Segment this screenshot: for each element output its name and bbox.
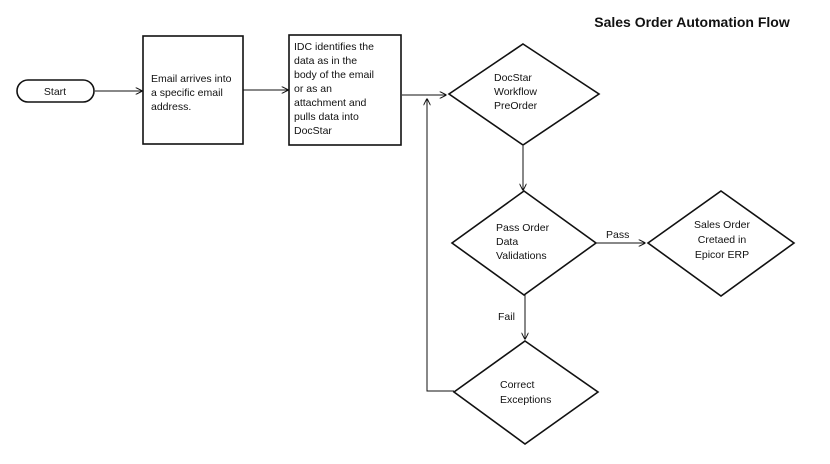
edge-label-pass: Pass (606, 229, 629, 241)
node-start: Start (16, 79, 95, 103)
node-docstar: DocStar Workflow PreOrder (447, 43, 601, 146)
node-exceptions: Correct Exceptions (452, 340, 600, 445)
erp-line-2: Cretaed in (698, 234, 747, 246)
validate-line-3: Validations (496, 250, 547, 262)
docstar-line-2: Workflow (494, 86, 537, 98)
docstar-decision-diamond (447, 43, 601, 146)
edge-label-fail: Fail (498, 311, 515, 323)
exceptions-line-1: Correct (500, 379, 535, 391)
idc-process-box (288, 34, 402, 146)
diagram-title: Sales Order Automation Flow (594, 14, 790, 30)
node-validate: Pass Order Data Validations (450, 190, 598, 296)
idc-line-7: DocStar (294, 125, 332, 137)
start-terminator-shape (16, 79, 95, 103)
erp-line-3: Epicor ERP (695, 249, 749, 261)
node-idc: IDC identifies the data as in the body o… (288, 34, 402, 146)
docstar-line-1: DocStar (494, 72, 532, 84)
idc-line-3: body of the email (294, 69, 374, 81)
docstar-line-3: PreOrder (494, 100, 538, 112)
node-erp: Sales Order Cretaed in Epicor ERP (646, 190, 796, 297)
erp-line-1: Sales Order (694, 219, 751, 231)
email-process-box (142, 35, 244, 145)
idc-line-5: attachment and (294, 97, 367, 109)
exceptions-line-2: Exceptions (500, 394, 551, 406)
validate-line-2: Data (496, 236, 518, 248)
idc-line-4: or as an (294, 83, 332, 95)
idc-line-6: pulls data into (294, 111, 359, 123)
validate-decision-diamond (450, 190, 598, 296)
node-email: Email arrives into a specific email addr… (142, 35, 244, 145)
exceptions-decision-diamond (452, 340, 600, 445)
idc-line-2: data as in the (294, 55, 357, 67)
start-label: Start (44, 86, 66, 98)
idc-line-1: IDC identifies the (294, 41, 374, 53)
validate-line-1: Pass Order (496, 222, 550, 234)
email-line-2: a specific email (151, 87, 223, 99)
email-line-1: Email arrives into (151, 73, 232, 85)
email-line-3: address. (151, 101, 191, 113)
erp-decision-diamond (646, 190, 796, 297)
edge-exceptions-loop-back (427, 99, 454, 392)
